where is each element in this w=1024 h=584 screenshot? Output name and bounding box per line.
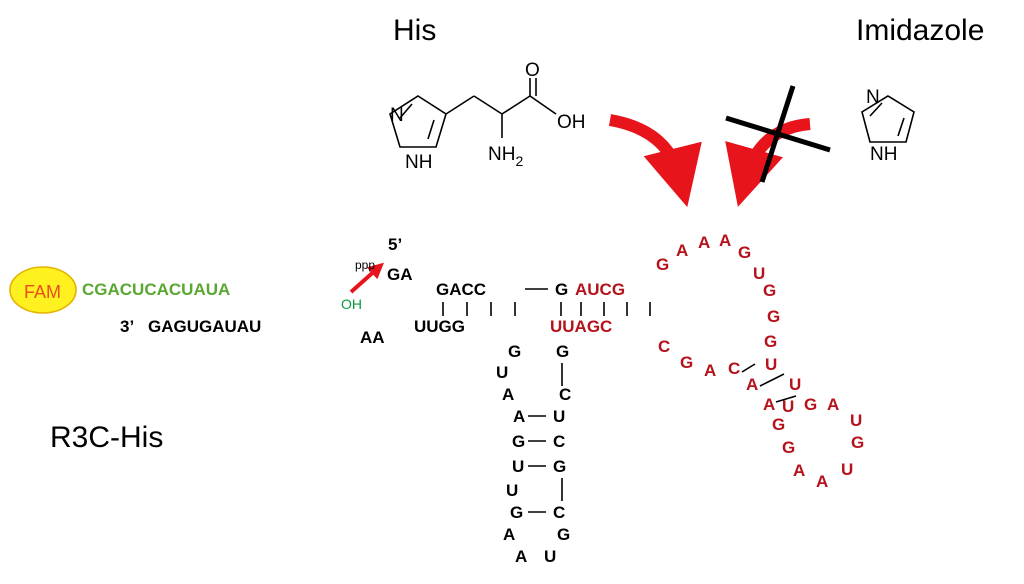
his-title: His <box>393 14 436 47</box>
hairpin-a4: A <box>515 547 527 566</box>
loop-u3: U <box>789 375 801 394</box>
hairpin-g3: G <box>510 503 523 522</box>
cross-stroke-2 <box>759 85 796 183</box>
junction-g: G <box>555 280 568 299</box>
ligation-arrow <box>349 262 384 294</box>
his-oh-label: OH <box>557 112 586 133</box>
his-n-label: N <box>390 105 404 126</box>
ribozyme-strand: 5’ 3’ GAGUGAUAU GA AA GACC UUGG G <box>120 235 568 347</box>
loop-g1: G <box>656 255 669 274</box>
five-prime-label: 5’ <box>388 235 402 254</box>
loop-a8: A <box>793 461 805 480</box>
red-loop-bp-3 <box>775 395 797 403</box>
loop-u2: U <box>765 355 777 374</box>
oh-label: OH <box>341 296 362 312</box>
hairpin-a2: A <box>513 407 525 426</box>
loop-u1: U <box>753 264 765 283</box>
loop-g9: G <box>782 438 795 457</box>
hairpin-u1: U <box>496 363 508 382</box>
hairpin-u2: U <box>512 457 524 476</box>
loop-g8: G <box>772 415 785 434</box>
imidazole-title: Imidazole <box>856 14 984 47</box>
hairpin-c2: C <box>553 432 565 451</box>
loop-a5: A <box>746 375 758 394</box>
substrate-strand: CGACUCACUAUA OH ppp <box>82 258 384 312</box>
fam-text: FAM <box>24 282 61 302</box>
substrate-sequence: CGACUCACUAUA <box>82 280 230 299</box>
red-bottom-sequence: UUAGC <box>550 317 612 336</box>
loop-c2: C <box>728 359 740 378</box>
ppp-label: ppp <box>355 258 375 272</box>
hairpin-g5: G <box>553 457 566 476</box>
loop-g5: G <box>764 332 777 351</box>
hairpin-g6: G <box>556 342 569 361</box>
red-domain: AUCG UUAGC G A A A G U G G G U C G A C A… <box>550 231 864 491</box>
loop-g3: G <box>763 281 776 300</box>
fam-label: FAM <box>9 266 77 314</box>
stem-bottom-sequence: UUGG <box>414 317 465 336</box>
loop-a7: A <box>827 395 839 414</box>
hairpin-u5: U <box>553 407 565 426</box>
loop-a2: A <box>698 233 710 252</box>
fam-ellipse <box>9 266 77 314</box>
loop-g7: G <box>804 395 817 414</box>
stem-top-sequence: GACC <box>436 280 486 299</box>
loop-c1: C <box>658 337 670 356</box>
his-nh2-main: NH <box>488 144 515 165</box>
loop-u6: U <box>841 460 853 479</box>
loop-g2: G <box>738 243 751 262</box>
his-nh2-subscript: 2 <box>515 153 523 169</box>
bottom-strand-sequence: GAGUGAUAU <box>148 317 261 336</box>
hairpin-g2: G <box>512 432 525 451</box>
hairpin-c1: C <box>553 503 565 522</box>
loop-a4: A <box>704 361 716 380</box>
his-nh-label: NH <box>405 152 432 173</box>
hairpin-a1: A <box>502 385 514 404</box>
histidine-structure: O OH N NH NH2 <box>389 60 586 173</box>
hairpin-u3: U <box>506 481 518 500</box>
loop-a3: A <box>719 231 731 250</box>
his-reaction-arrow <box>608 114 702 208</box>
hairpin-g4: G <box>557 525 570 544</box>
loop-a9: A <box>816 472 828 491</box>
red-top-sequence: AUCG <box>575 280 625 299</box>
loop-u4: U <box>782 397 794 416</box>
loop-a1: A <box>676 241 688 260</box>
loop-g6: G <box>680 353 693 372</box>
imidazole-structure: N NH <box>861 87 915 165</box>
red-loop-bp-1 <box>741 363 756 373</box>
his-o-label: O <box>525 60 540 81</box>
bulge-sequence: AA <box>360 328 385 347</box>
imidazole-nh-label: NH <box>870 144 897 165</box>
ribozyme-5prime-sequence: GA <box>387 265 413 284</box>
hairpin-u4: U <box>544 547 556 566</box>
hairpin-a3: A <box>503 525 515 544</box>
loop-u5: U <box>850 411 862 430</box>
construct-label: R3C-His <box>50 421 163 454</box>
loop-a6: A <box>763 395 775 414</box>
hairpin-c3: C <box>559 385 571 404</box>
loop-g10: G <box>851 433 864 452</box>
hairpin: G U A A G U U G A A U G C G C U C G <box>496 342 571 566</box>
imidazole-n-label: N <box>866 87 880 108</box>
red-loop-bp-2 <box>759 373 785 387</box>
his-nh2-label: NH2 <box>488 144 523 169</box>
loop-g4: G <box>767 307 780 326</box>
three-prime-label: 3’ <box>120 317 134 336</box>
imidazole-reaction-arrow <box>725 118 811 207</box>
hairpin-g1: G <box>508 342 521 361</box>
